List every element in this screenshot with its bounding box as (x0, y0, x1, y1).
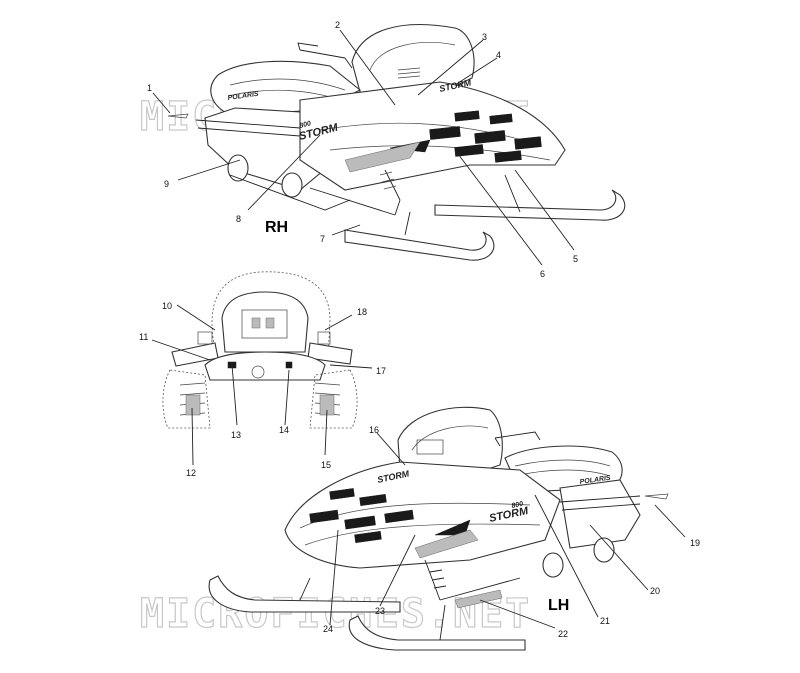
callout-19: 19 (690, 538, 700, 548)
snowmobile-front-view (162, 271, 358, 429)
snowmobile-lh-view: STORM 800 POLARIS STORM (208, 406, 641, 651)
callout-1: 1 (147, 83, 152, 93)
callout-17: 17 (376, 366, 386, 376)
callout-12: 12 (186, 468, 196, 478)
callout-10: 10 (162, 301, 172, 311)
callout-6: 6 (540, 269, 545, 279)
callout-11: 11 (139, 332, 148, 342)
callout-3: 3 (482, 32, 487, 42)
callout-22: 22 (558, 629, 568, 639)
callout-5: 5 (573, 254, 578, 264)
callout-13: 13 (231, 430, 241, 440)
leader-lines (151, 29, 686, 629)
callout-4: 4 (496, 50, 501, 60)
callout-2: 2 (335, 20, 340, 30)
side-decal-800-lh: 800 (511, 501, 524, 510)
side-decal-800-rh: 800 (299, 120, 312, 130)
snowmobile-rh-view: STORM 800 POLARIS STORM (195, 24, 626, 261)
callout-20: 20 (650, 586, 660, 596)
callout-21: 21 (600, 616, 610, 626)
callout-18: 18 (357, 307, 367, 317)
callout-7: 7 (320, 234, 325, 244)
callout-24: 24 (323, 624, 333, 634)
callout-9: 9 (164, 179, 169, 189)
view-label-rh: RH (265, 219, 288, 236)
callout-15: 15 (321, 460, 331, 470)
callout-16: 16 (369, 425, 379, 435)
callout-14: 14 (279, 425, 289, 435)
callout-8: 8 (236, 214, 241, 224)
rear-decal-polaris-lh: POLARIS (579, 475, 611, 486)
callout-labels: 1 2 3 4 5 6 7 8 9 10 11 12 13 14 15 16 1… (139, 20, 700, 639)
rear-decal-polaris-rh: POLARIS (227, 91, 259, 102)
callout-23: 23 (375, 606, 385, 616)
view-label-lh: LH (548, 597, 569, 614)
